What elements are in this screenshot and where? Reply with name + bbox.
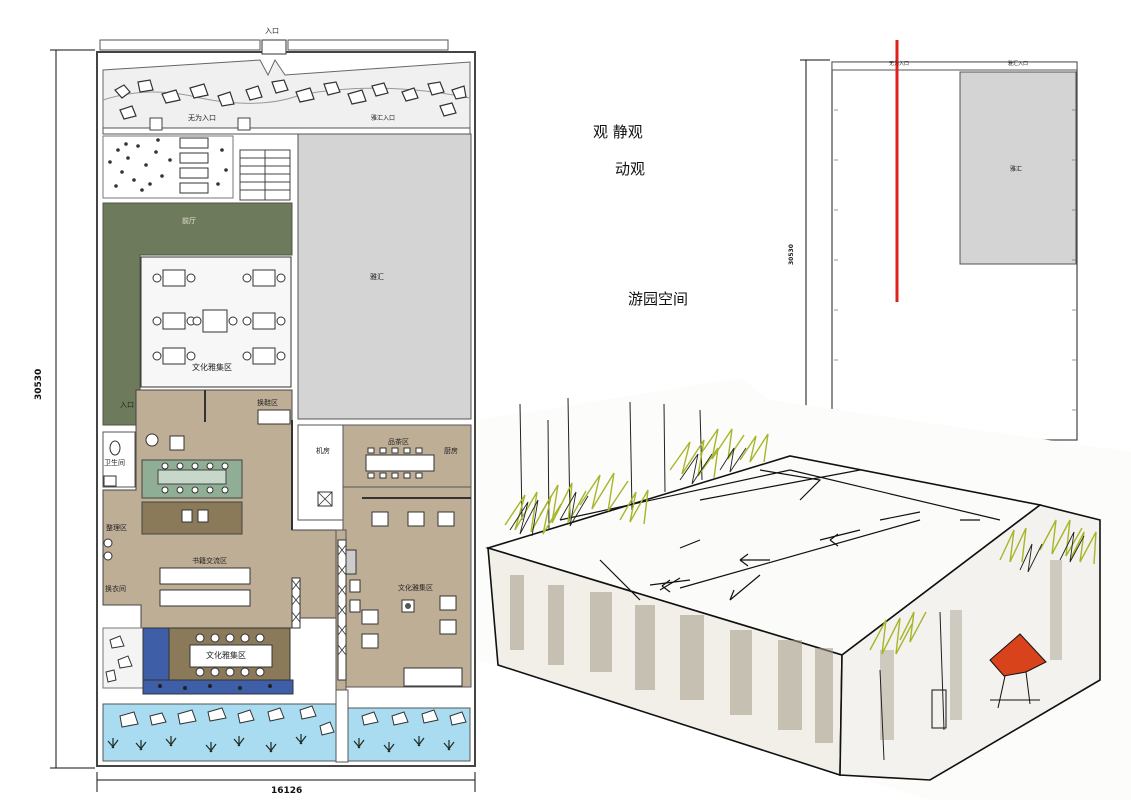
note-static-view: 观 静观 — [593, 123, 643, 141]
changing-room-label: 换衣间 — [105, 585, 126, 593]
mini-side-label: 雅汇入口 — [1008, 61, 1029, 67]
mini-block-label: 雅汇 — [1010, 166, 1023, 173]
book-zone-label: 书籍交流区 — [192, 557, 227, 565]
wuwei-entrance-label: 无为入口 — [188, 114, 216, 122]
machine-room-label: 机房 — [316, 447, 330, 455]
mini-entrance-label: 无为入口 — [889, 61, 910, 67]
note-dynamic-view: 动观 — [615, 160, 646, 178]
entry-small-label: 入口 — [120, 401, 134, 409]
note-garden-space: 游园空间 — [628, 290, 689, 308]
culture-zone-right-label: 文化雅集区 — [398, 584, 433, 592]
side-entrance-label: 雅汇入口 — [371, 115, 396, 122]
kitchen-label: 厨房 — [444, 447, 458, 455]
culture-zone-bottom-label: 文化雅集区 — [206, 651, 246, 660]
shoe-change-label: 换鞋区 — [257, 399, 278, 407]
tea-zone-label: 品茶区 — [388, 438, 409, 446]
width-dimension: 16126 — [271, 786, 303, 796]
sorting-label: 整理区 — [106, 524, 127, 532]
toilet-label: 卫生间 — [104, 459, 125, 467]
culture-zone-top-label: 文化雅集区 — [192, 363, 232, 372]
yahui-label: 雅汇 — [370, 273, 384, 281]
entrance-label: 入口 — [265, 27, 279, 35]
hall-label: 前厅 — [182, 217, 196, 225]
